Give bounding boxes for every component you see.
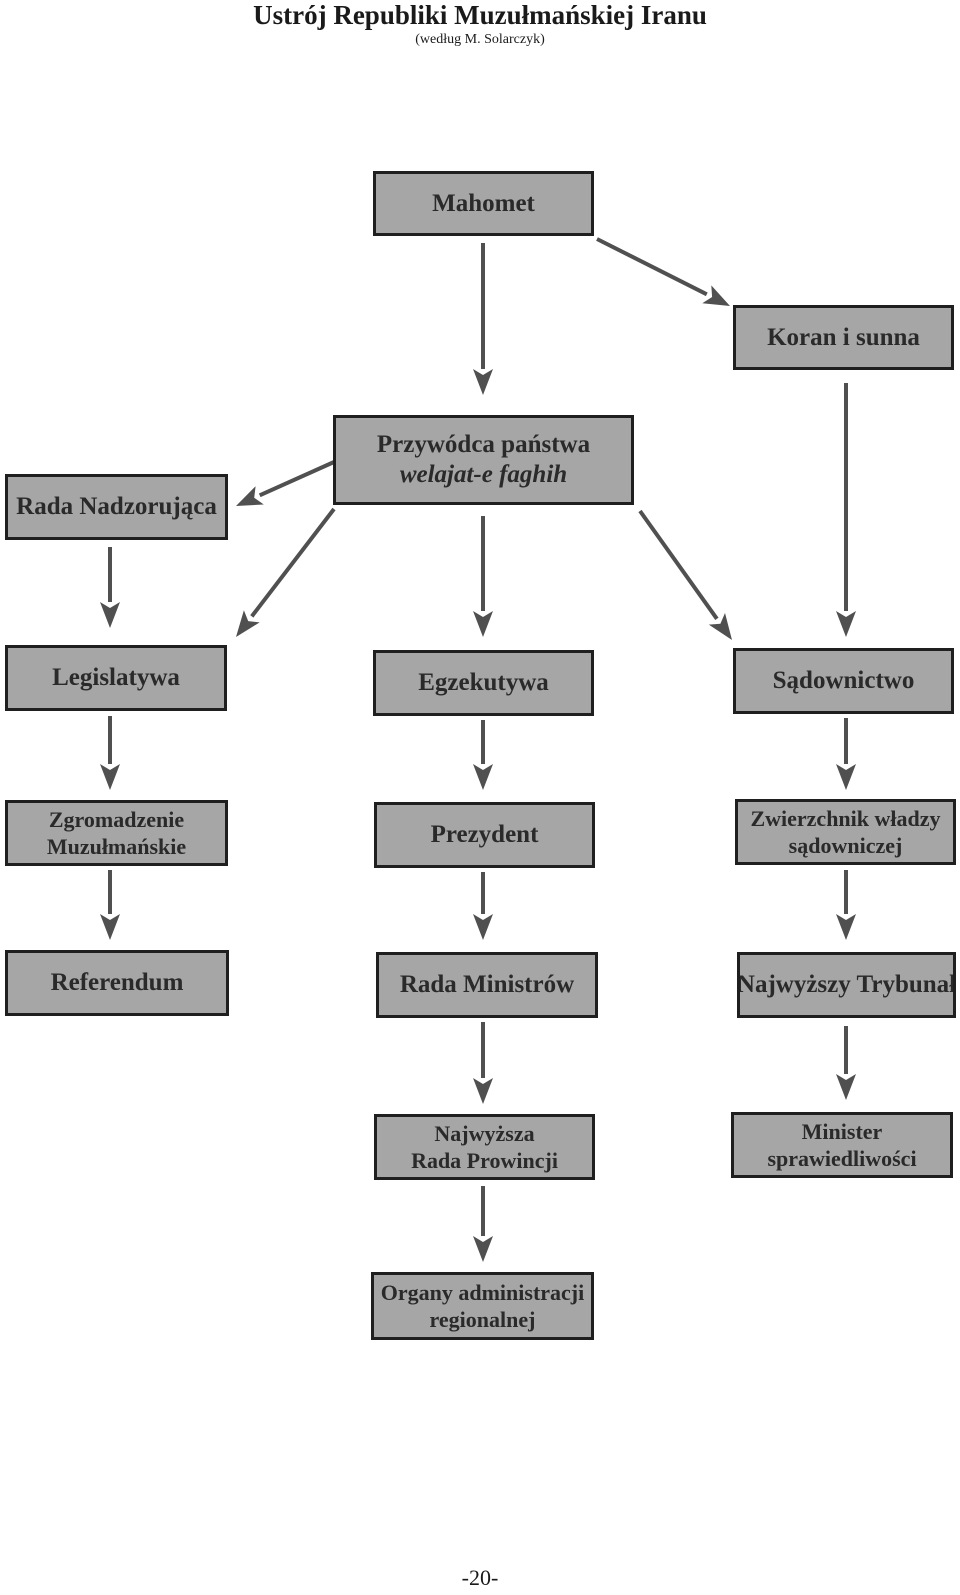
node-label: Mahomet xyxy=(432,189,535,217)
node-przywodca-panstwa: Przywódca państwa welajat-e faghih xyxy=(333,415,634,505)
connector-arrow xyxy=(473,720,493,790)
node-label: Legislatywa xyxy=(52,664,180,691)
node-label-line2: regionalnej xyxy=(429,1307,536,1332)
node-label-line2: sprawiedliwości xyxy=(767,1146,917,1171)
arrow-shaft xyxy=(638,509,719,620)
connector-arrow xyxy=(836,870,856,940)
arrow-head xyxy=(473,914,493,940)
connector-arrow xyxy=(236,507,336,637)
node-label: Referendum xyxy=(50,969,184,996)
connector-arrow xyxy=(596,237,730,306)
arrow-head xyxy=(836,611,856,637)
node-label-line2: sądowniczej xyxy=(788,833,903,858)
node-egzekutywa: Egzekutywa xyxy=(373,650,594,716)
node-prezydent: Prezydent xyxy=(374,802,595,868)
arrow-head xyxy=(473,611,493,637)
arrow-head xyxy=(836,1074,856,1100)
node-legislatywa: Legislatywa xyxy=(5,645,227,711)
arrow-head xyxy=(100,602,120,628)
arrow-head xyxy=(702,285,730,306)
node-zgromadzenie-muzulmanskie: Zgromadzenie Muzułmańskie xyxy=(5,800,228,866)
connector-arrow xyxy=(100,547,120,628)
connector-arrow xyxy=(100,870,120,940)
arrow-head xyxy=(473,764,493,790)
node-label: Prezydent xyxy=(430,821,539,848)
page-number: -20- xyxy=(461,1565,499,1590)
connector-arrow xyxy=(236,460,335,506)
node-label: Zgromadzenie xyxy=(48,807,185,832)
connector-arrow xyxy=(836,718,856,790)
arrow-shaft xyxy=(258,460,335,498)
node-label-line2: Rada Prowincji xyxy=(411,1148,558,1173)
node-koran-i-sunna: Koran i sunna xyxy=(733,305,954,370)
node-label: Zwierzchnik władzy xyxy=(750,806,941,831)
connector-arrow xyxy=(836,1026,856,1100)
node-label: Rada Ministrów xyxy=(399,971,575,998)
arrow-head xyxy=(100,764,120,790)
node-label: Organy administracji xyxy=(380,1280,585,1305)
node-sadownictwo: Sądownictwo xyxy=(733,648,954,714)
node-label: Rada Nadzorująca xyxy=(16,493,217,520)
node-najwyzszy-trybunal: Najwyższy Trybunał xyxy=(737,952,956,1018)
node-label-line2: Muzułmańskie xyxy=(46,834,187,859)
arrow-head xyxy=(473,1078,493,1104)
connector-arrow xyxy=(836,383,856,637)
node-rada-nadzorujaca: Rada Nadzorująca xyxy=(5,474,228,540)
node-sublabel: welajat-e faghih xyxy=(399,461,568,488)
node-mahomet: Mahomet xyxy=(373,171,594,236)
arrow-shaft xyxy=(596,237,708,297)
node-najwyzsza-rada-prowincji: Najwyższa Rada Prowincji xyxy=(374,1114,595,1180)
arrow-head xyxy=(236,486,264,506)
connector-arrow xyxy=(473,1186,493,1262)
arrow-head xyxy=(473,1236,493,1262)
node-label: Najwyższa xyxy=(434,1121,535,1146)
node-label: Egzekutywa xyxy=(418,669,549,696)
node-label: Przywódca państwa xyxy=(376,431,591,458)
connector-arrow xyxy=(473,516,493,637)
connector-arrow xyxy=(473,1022,493,1104)
diagram-title: Ustrój Republiki Muzułmańskiej Iranu xyxy=(253,0,707,30)
node-zwierzchnik-wladzy-sadowniczej: Zwierzchnik władzy sądowniczej xyxy=(735,799,956,865)
arrow-head xyxy=(836,914,856,940)
connector-arrow xyxy=(100,716,120,790)
node-label: Najwyższy Trybunał xyxy=(737,971,956,998)
diagram-subtitle: (według M. Solarczyk) xyxy=(415,32,545,47)
connector-arrow xyxy=(473,243,493,395)
arrow-shaft xyxy=(250,507,336,618)
arrow-head xyxy=(708,613,732,640)
arrow-head xyxy=(473,369,493,395)
node-label: Koran i sunna xyxy=(767,323,920,351)
arrow-head xyxy=(836,764,856,790)
arrow-head xyxy=(236,610,260,637)
node-organy-administracji-regionalnej: Organy administracji regionalnej xyxy=(371,1272,594,1340)
node-label: Minister xyxy=(801,1119,883,1144)
node-referendum: Referendum xyxy=(5,950,229,1016)
node-minister-sprawiedliwosci: Minister sprawiedliwości xyxy=(731,1112,953,1178)
node-rada-ministrow: Rada Ministrów xyxy=(376,952,598,1018)
connector-arrow xyxy=(473,872,493,940)
node-label: Sądownictwo xyxy=(772,667,915,694)
connector-arrow xyxy=(638,509,732,640)
arrow-head xyxy=(100,914,120,940)
